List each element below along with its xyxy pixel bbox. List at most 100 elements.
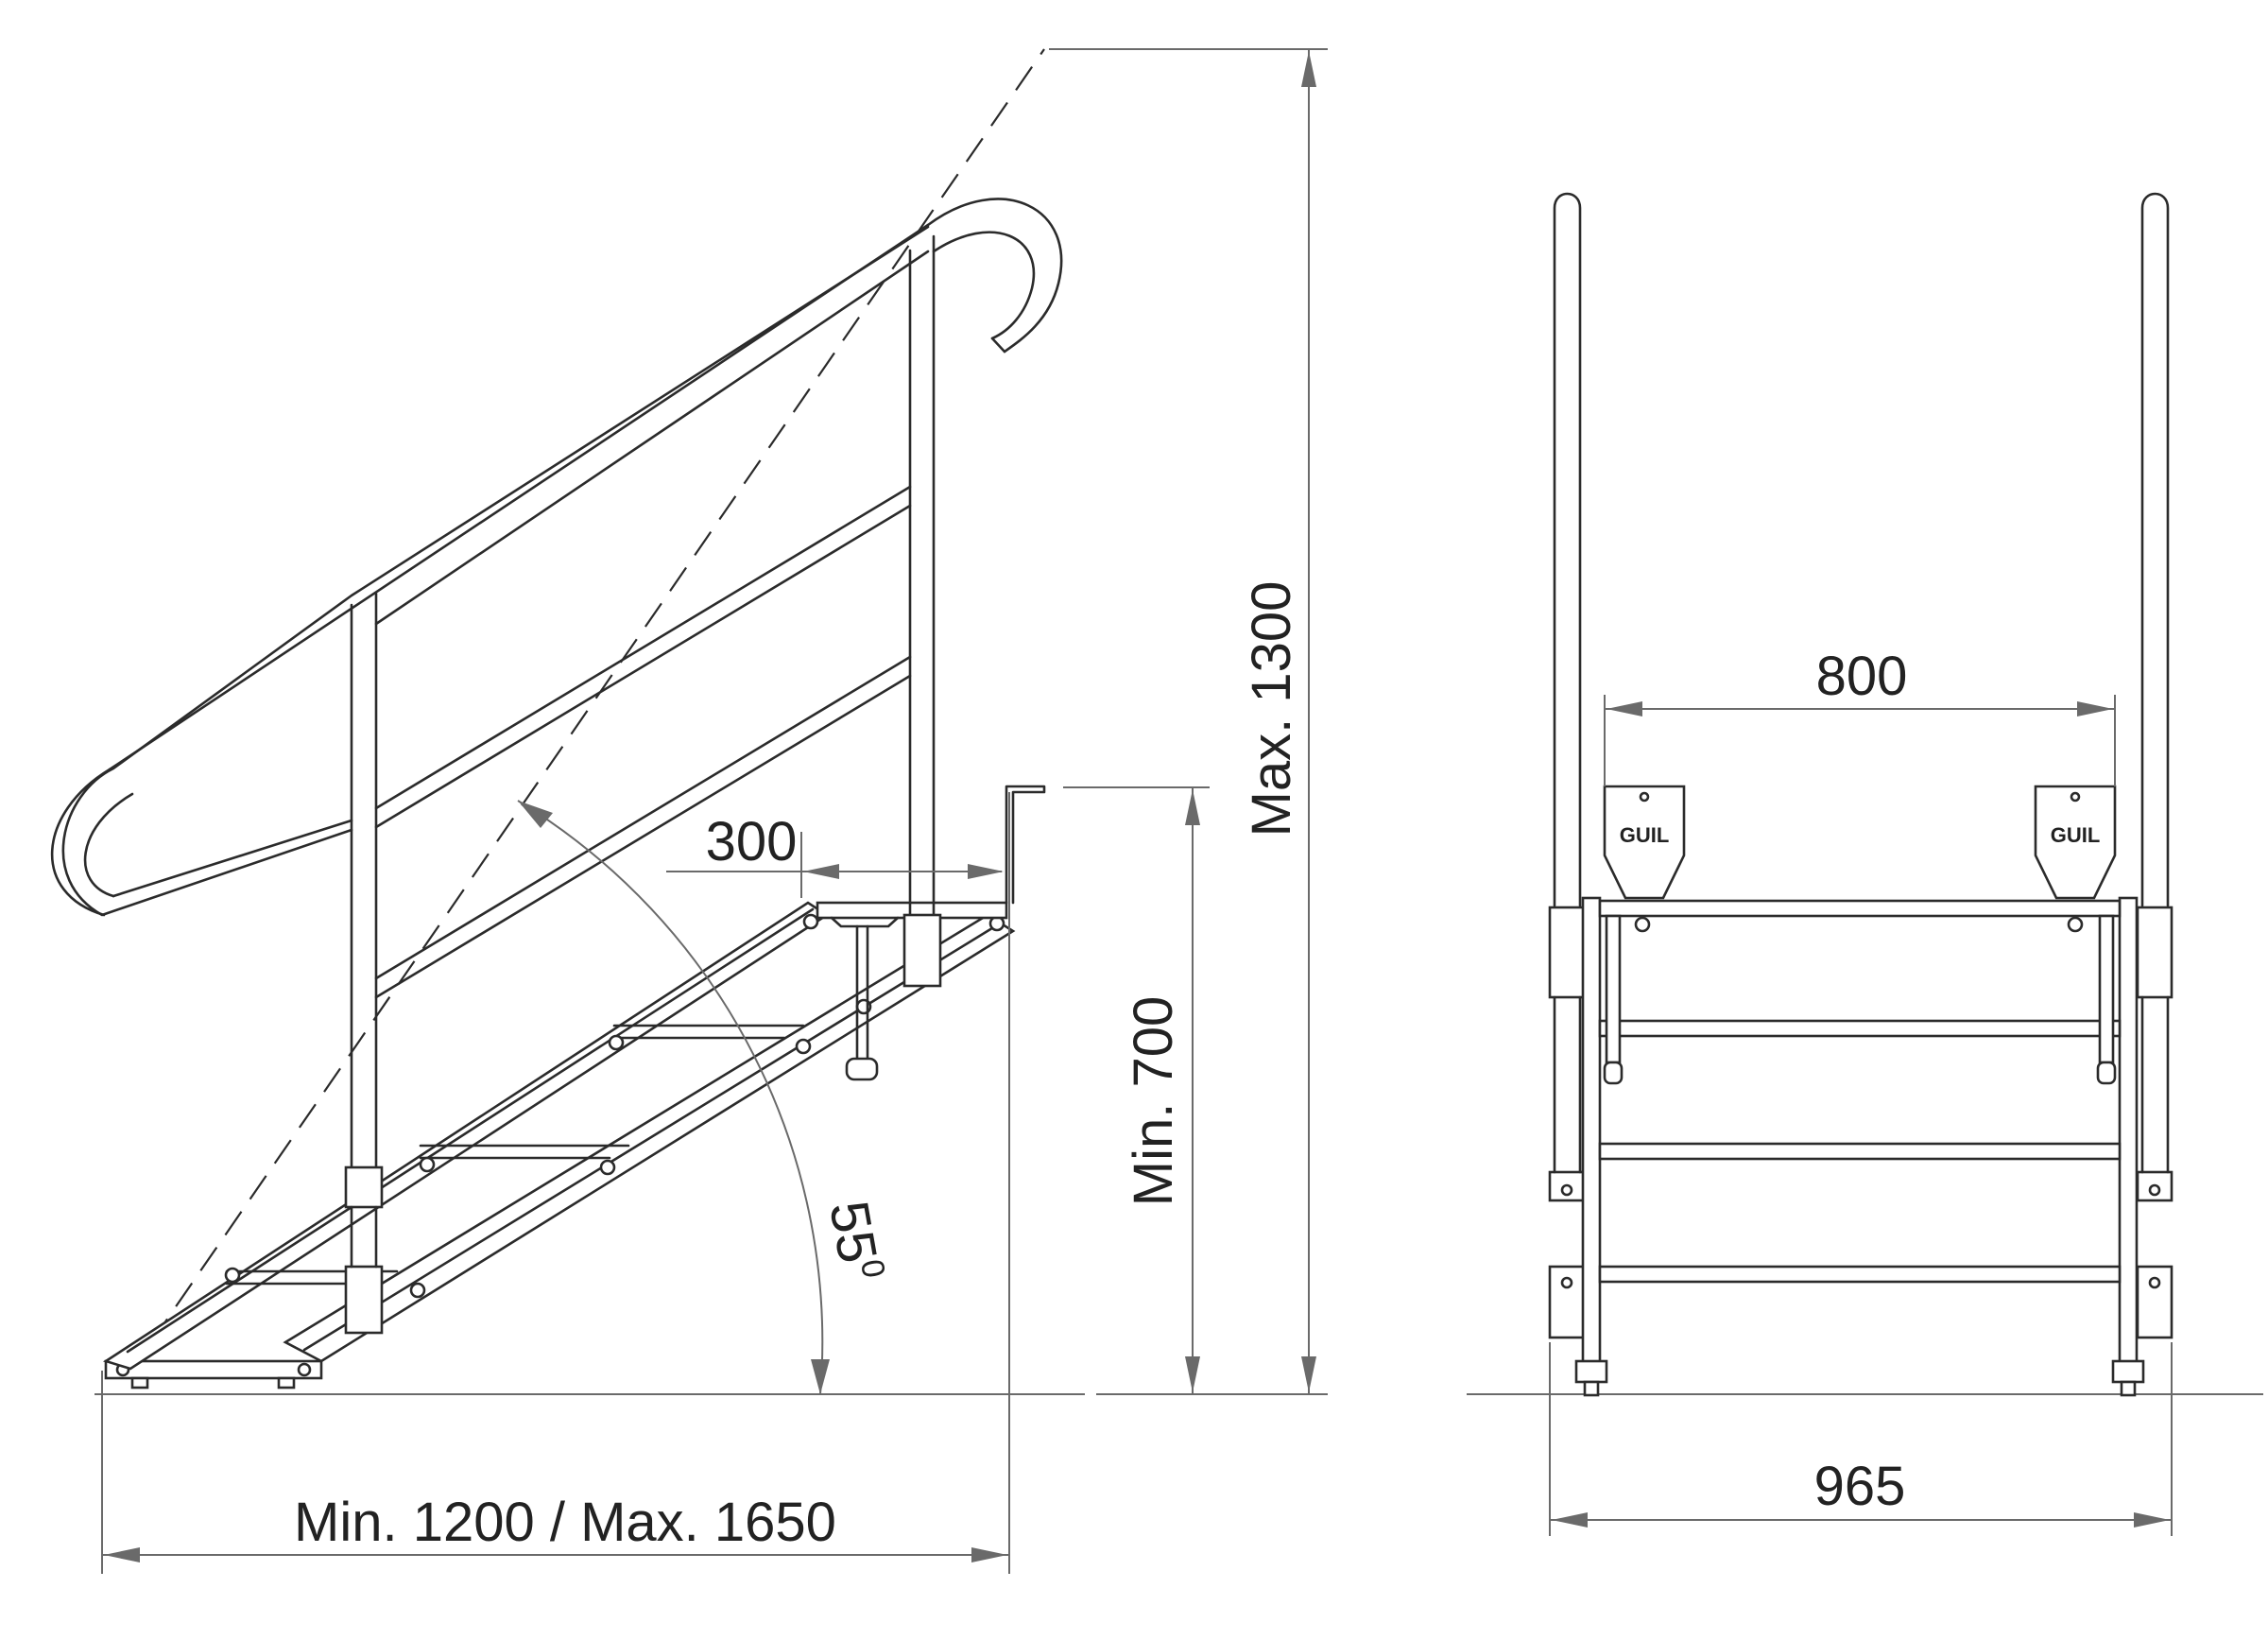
rail-middle-1-upper — [374, 485, 912, 810]
inner-width-arrow-right — [2077, 701, 2113, 716]
guil-logo-right: GUIL — [2051, 823, 2101, 847]
stringer-front-edge — [126, 907, 815, 1354]
foot-left — [1574, 1359, 1608, 1384]
inner-bracket-left — [1605, 914, 1622, 1064]
handrail-posts — [344, 234, 942, 1335]
rail-middle-1-lower — [374, 504, 912, 829]
front-view: GUIL GUIL 800 965 — [1467, 192, 2263, 1536]
angle-label: 550 — [817, 1197, 892, 1285]
upright-clamp-right-top — [2136, 906, 2174, 999]
rail-middle-2-lower — [374, 674, 912, 999]
inner-width-arrow-left — [1606, 701, 1642, 716]
front-bolt — [1560, 1183, 1573, 1197]
bolt — [419, 1156, 436, 1173]
inner-width-label: 800 — [1816, 646, 1908, 707]
upright-left — [1553, 192, 1582, 907]
support-foot — [845, 1057, 879, 1081]
length-label: Min. 1200 / Max. 1650 — [294, 1492, 836, 1553]
max-height-arrow-bottom — [1301, 1356, 1316, 1392]
base-foot-right — [277, 1376, 296, 1390]
total-length-dimension: Min. 1200 / Max. 1650 — [101, 792, 1010, 1574]
post-lower-clamp-top — [344, 1165, 384, 1209]
angle-arrow-bottom — [811, 1359, 830, 1394]
bolt — [224, 1267, 241, 1284]
angle-arc — [517, 800, 824, 1395]
guil-plate-left — [1603, 785, 1686, 900]
max-height-dimension: Max. 1300 — [1241, 49, 1316, 1394]
outer-width-label: 965 — [1814, 1456, 1906, 1517]
platform-height-label: Min. 700 — [1123, 996, 1184, 1206]
rail-upper-hook-outer — [926, 198, 1063, 354]
base-plate-bar — [104, 1359, 323, 1380]
rail-top-line — [108, 223, 930, 771]
front-bolt — [1560, 1276, 1573, 1289]
depth-arrow-right — [968, 864, 1004, 879]
depth-label: 300 — [706, 811, 798, 872]
rail-top-inner-line — [374, 250, 930, 626]
rail-middle-2-upper — [374, 655, 912, 980]
inner-width-dimension: 800 — [1604, 646, 2116, 786]
front-tread-3 — [1598, 1142, 2122, 1161]
bolt — [802, 913, 819, 930]
front-bolt — [2148, 1183, 2161, 1197]
platform-depth-dimension: 300 — [666, 811, 1004, 898]
stringer-left — [1581, 896, 1602, 1368]
rail-upper-hook-inner — [932, 231, 1036, 340]
post-lower-clamp-bottom — [344, 1265, 384, 1335]
front-stringers — [1574, 896, 2145, 1397]
stringer-bolts — [224, 913, 1005, 1299]
base-bolt-right — [297, 1362, 312, 1377]
max-extension-dashed-line — [150, 48, 1045, 1343]
handrail-outer — [61, 225, 930, 917]
front-tread-2 — [1598, 1019, 2122, 1038]
front-bolt — [2067, 916, 2084, 933]
angle-dimension: 550 — [517, 800, 892, 1395]
guil-plate-hole — [2070, 791, 2081, 803]
bolt — [409, 1282, 426, 1299]
bolt — [599, 1159, 616, 1176]
front-treads — [1598, 899, 2122, 1284]
post-upper-clamp — [902, 913, 942, 988]
inner-foot-left — [1603, 1061, 1624, 1085]
rail-upper-hook-cap — [990, 337, 1006, 354]
stringer — [102, 901, 1016, 1371]
front-bolt — [2148, 1276, 2161, 1289]
stringer-front — [102, 901, 830, 1371]
bolt — [795, 1038, 812, 1055]
outer-width-arrow-left — [1552, 1512, 1588, 1528]
front-tread-4 — [1598, 1265, 2122, 1284]
depth-arrow-left — [803, 864, 839, 879]
front-bolt — [1634, 916, 1651, 933]
guil-brackets: GUIL GUIL — [1603, 785, 2117, 900]
rail-bottom-return-line — [112, 819, 353, 898]
top-plate-bracket — [830, 916, 900, 928]
bolt — [608, 1034, 625, 1051]
length-arrow-right — [971, 1547, 1007, 1562]
rail-lower-curve-outer — [50, 768, 112, 917]
foot-right — [2111, 1359, 2145, 1384]
top-connector — [816, 785, 1046, 1081]
foot-right-pad — [2120, 1380, 2137, 1397]
guil-plate-hole — [1639, 791, 1650, 803]
front-hardware — [1560, 914, 2161, 1289]
platform-height-dimension: Min. 700 — [1063, 786, 1210, 1394]
base-foot-left — [130, 1376, 149, 1390]
stringer-right — [2118, 896, 2139, 1368]
foot-left-pad — [1583, 1380, 1600, 1397]
inner-bracket-right — [2098, 914, 2115, 1064]
guil-logo-left: GUIL — [1620, 823, 1670, 847]
stringer-back-edge — [302, 922, 1002, 1352]
max-height-arrow-top — [1301, 51, 1316, 87]
outer-width-arrow-right — [2134, 1512, 2170, 1528]
front-tread-top — [1598, 899, 2122, 918]
max-height-label: Max. 1300 — [1241, 581, 1302, 837]
rail-lower-curve-inner — [83, 792, 134, 898]
upright-right — [2140, 192, 2170, 907]
length-arrow-left — [104, 1547, 140, 1562]
handrail — [50, 198, 1063, 999]
upright-clamp-left-top — [1548, 906, 1586, 999]
outer-width-dimension: 965 — [1549, 1342, 2173, 1536]
front-uprights — [1548, 192, 2174, 1339]
hook-bracket — [1005, 785, 1046, 905]
